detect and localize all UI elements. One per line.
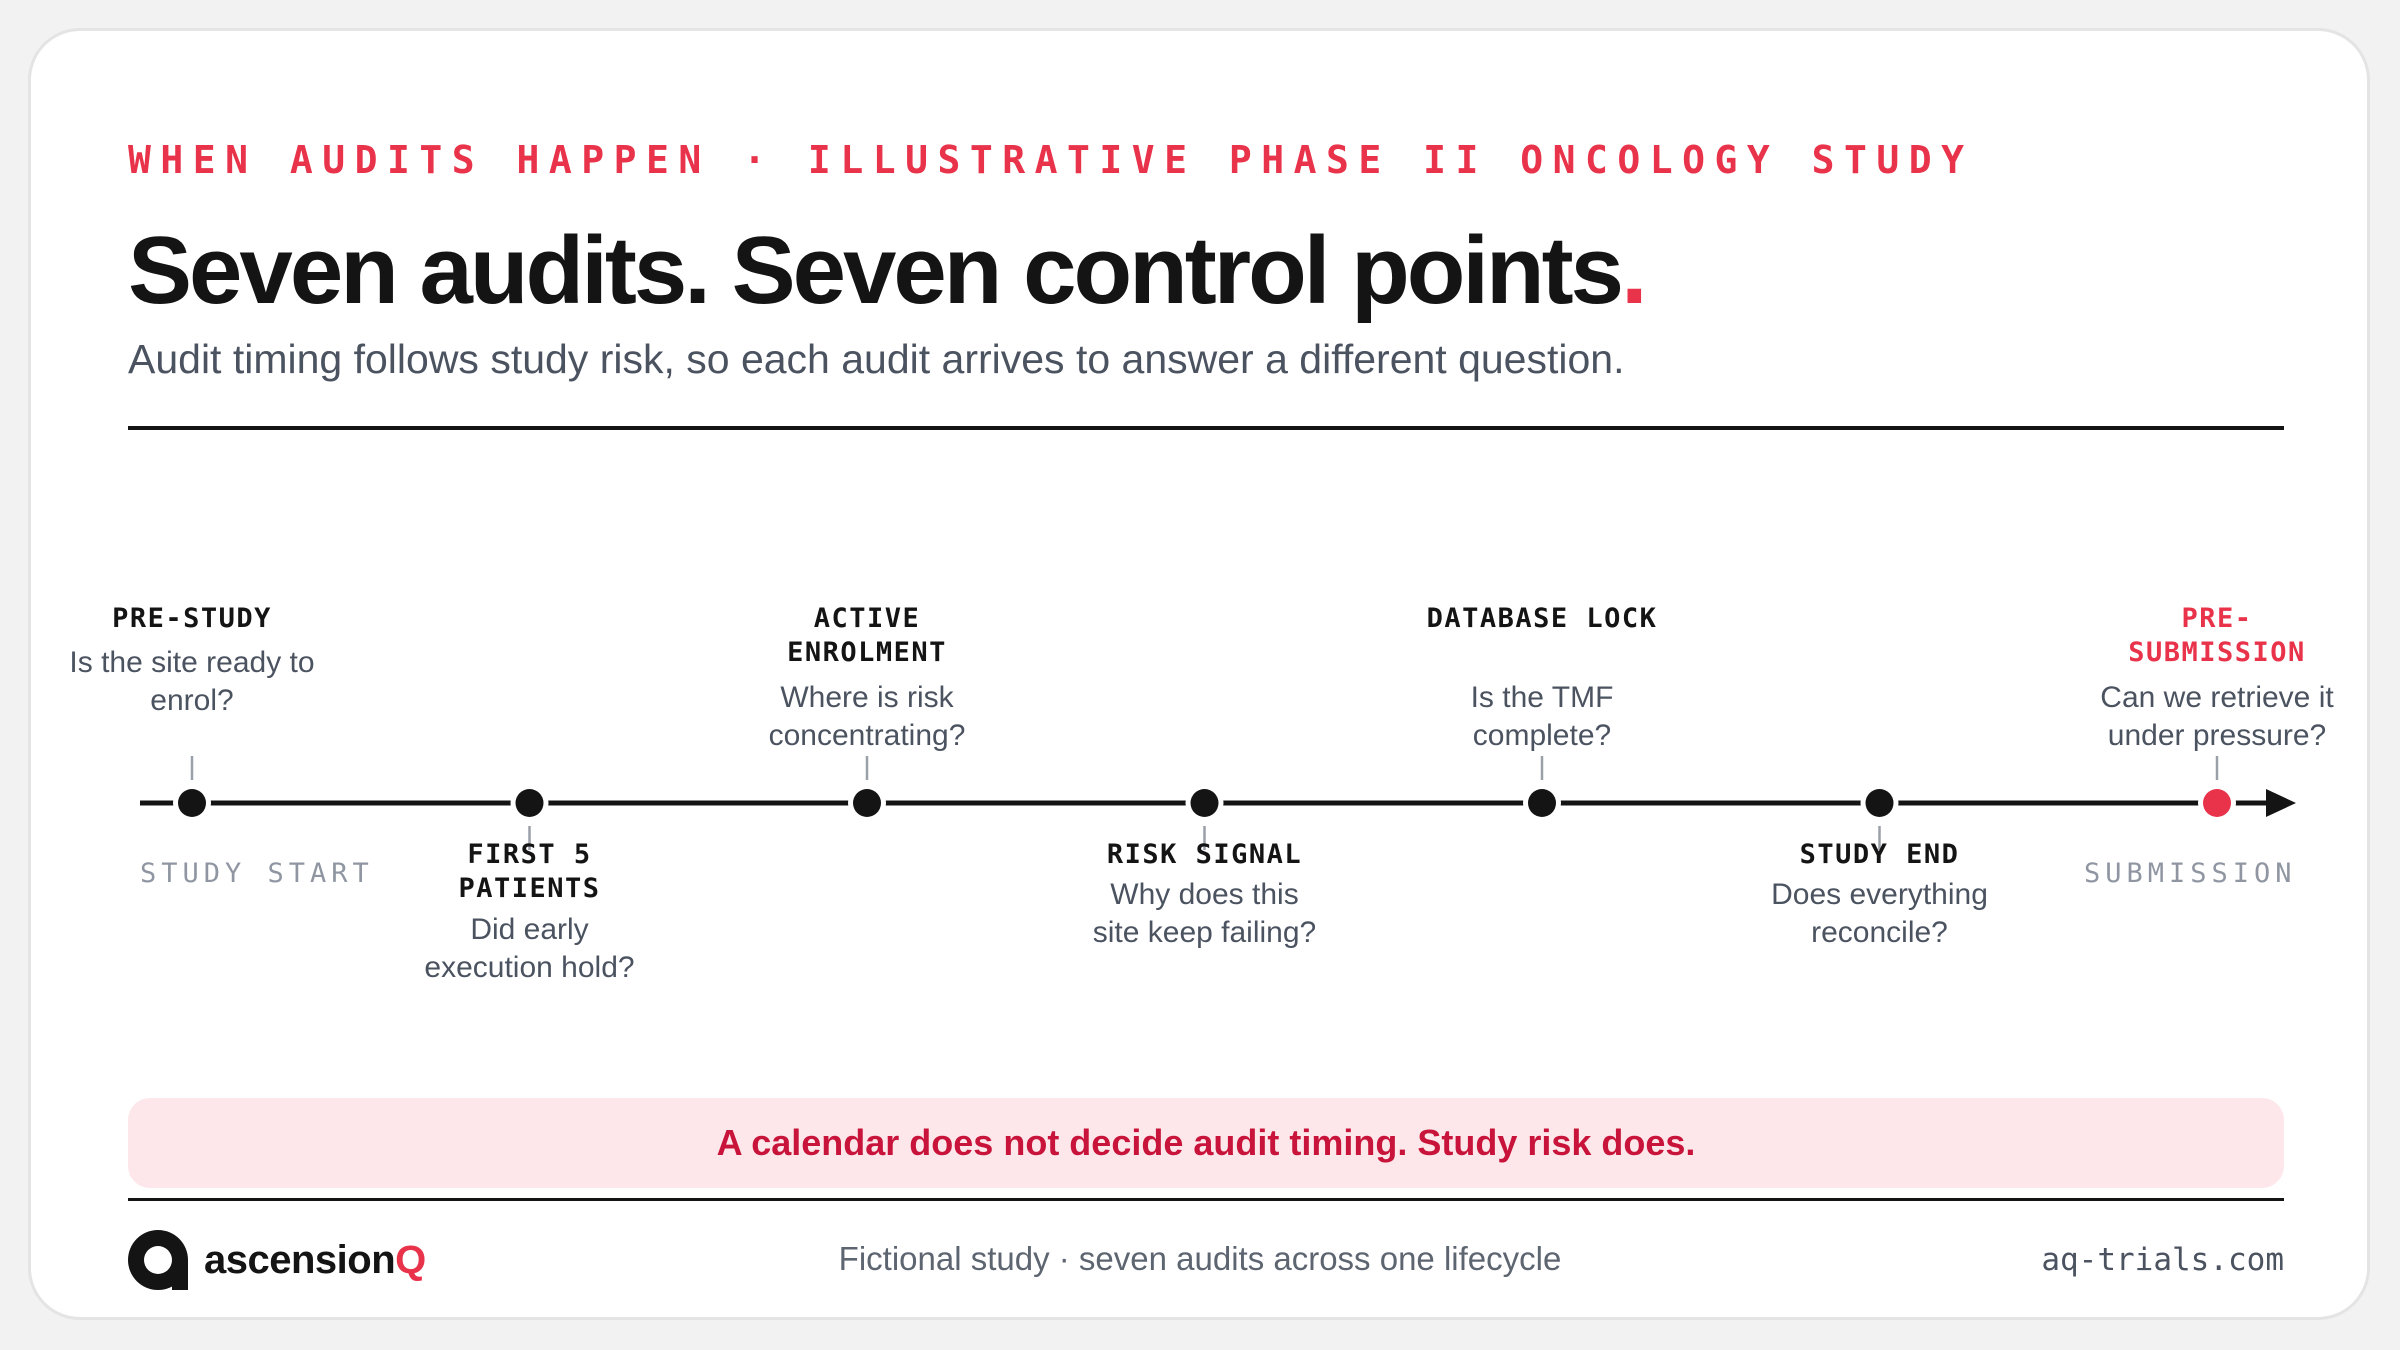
milestone-question: Is the site ready to enrol? xyxy=(69,646,315,717)
brand-name-q: Q xyxy=(395,1237,426,1282)
milestone-question: Is the TMF complete? xyxy=(1470,681,1614,752)
eyebrow-heading: WHEN AUDITS HAPPEN · ILLUSTRATIVE PHASE … xyxy=(128,138,1974,182)
milestone-label: RISK SIGNAL xyxy=(1106,839,1303,870)
brand-logo[interactable]: ascensionQ xyxy=(128,1230,426,1290)
timeline-end-label: SUBMISSION xyxy=(2084,858,2297,889)
header-divider xyxy=(128,426,2284,430)
milestone-question: Did early execution hold? xyxy=(424,913,635,984)
milestone-dot xyxy=(1190,789,1219,817)
milestone-label: PRE-SUBMISSION xyxy=(2128,603,2306,668)
brand-logo-icon xyxy=(128,1230,188,1290)
milestone-question: Why does this site keep failing? xyxy=(1092,878,1317,949)
page-title-text: Seven audits. Seven control points xyxy=(128,217,1624,324)
timeline-arrowhead xyxy=(2266,789,2296,817)
footer-caption: Fictional study · seven audits across on… xyxy=(838,1240,1562,1277)
milestone-question: Can we retrieve it under pressure? xyxy=(2100,681,2334,752)
milestone-question: Does everything reconcile? xyxy=(1771,878,1988,949)
title-accent-dot: . xyxy=(1621,217,1648,324)
page-subtitle: Audit timing follows study risk, so each… xyxy=(128,336,1625,382)
milestone-dot xyxy=(853,789,881,817)
key-message-callout: A calendar does not decide audit timing.… xyxy=(128,1098,2284,1188)
brand-wordmark: ascensionQ xyxy=(204,1238,426,1283)
milestone-label: FIRST 5 PATIENTS xyxy=(458,839,601,904)
timeline-start-label: STUDY START xyxy=(140,858,374,889)
milestone-dot xyxy=(178,789,206,817)
milestone-dot xyxy=(2203,789,2231,817)
key-message-text: A calendar does not decide audit timing.… xyxy=(716,1122,1696,1163)
milestone-label: DATABASE LOCK xyxy=(1426,603,1658,634)
milestone-dot xyxy=(1865,789,1894,817)
milestone-question: Where is risk concentrating? xyxy=(768,681,966,752)
footer-divider xyxy=(128,1198,2284,1201)
milestone-dot xyxy=(515,789,544,817)
page-title: Seven audits. Seven control points. xyxy=(128,217,1648,324)
milestone-label: ACTIVE ENROLMENT xyxy=(787,603,947,668)
brand-name: ascension xyxy=(204,1237,396,1282)
footer-url-link[interactable]: aq-trials.com xyxy=(2041,1242,2284,1278)
milestone-label: PRE-STUDY xyxy=(112,603,272,634)
milestone-label: STUDY END xyxy=(1799,839,1960,870)
milestone-dot xyxy=(1528,789,1556,817)
